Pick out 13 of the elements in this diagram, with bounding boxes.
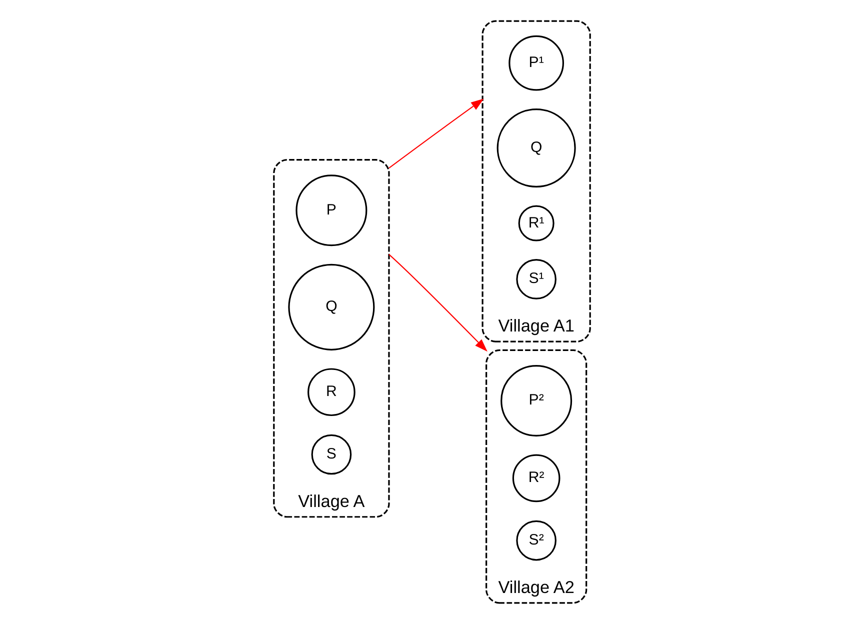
node-circle: Q [288,264,375,350]
node-circle: R¹ [518,205,554,242]
node-circle: R [308,368,356,416]
node-circle: S [311,434,352,475]
arrow [388,254,488,352]
node-circle: P¹ [508,35,564,91]
node-circle: S² [516,520,556,561]
node-circle: Q [496,108,576,188]
node-circle: R² [512,454,560,502]
node-circle: P [296,174,368,246]
arrow [388,98,484,168]
node-circle: P² [500,364,572,436]
node-circle: S¹ [516,259,556,300]
